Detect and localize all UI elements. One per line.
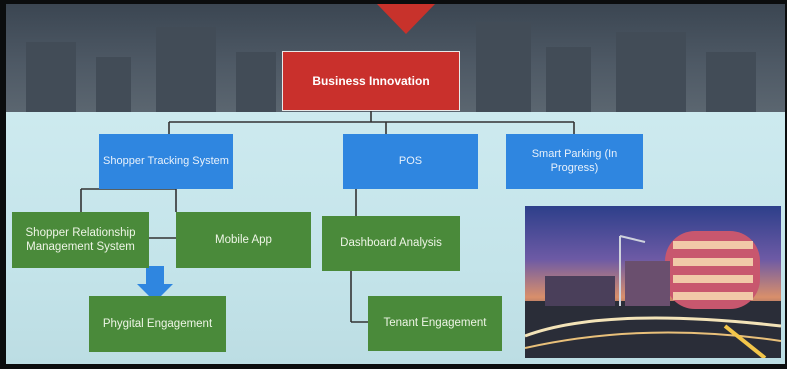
node-label: Shopper Tracking System bbox=[103, 154, 229, 167]
node-pos: POS bbox=[343, 134, 478, 189]
node-tenant-engagement: Tenant Engagement bbox=[368, 296, 502, 351]
mall-photo-graphic bbox=[525, 231, 781, 358]
connector-lines bbox=[80, 111, 575, 323]
slide: Business Innovation Shopper Tracking Sys… bbox=[6, 4, 785, 364]
down-arrow-icon bbox=[137, 266, 173, 302]
node-label: Business Innovation bbox=[312, 73, 430, 88]
node-mobile-app: Mobile App bbox=[176, 212, 311, 268]
node-dashboard-analysis: Dashboard Analysis bbox=[322, 216, 460, 271]
node-business-innovation: Business Innovation bbox=[282, 51, 460, 111]
node-label: Mobile App bbox=[215, 233, 272, 246]
node-shopper-tracking: Shopper Tracking System bbox=[99, 134, 233, 189]
mall-night-photo bbox=[525, 206, 781, 358]
down-arrow-icon bbox=[377, 4, 435, 34]
node-label: POS bbox=[398, 154, 423, 167]
node-smart-parking: Smart Parking (In Progress) bbox=[506, 134, 643, 189]
node-shopper-relationship: Shopper Relationship Management System bbox=[12, 212, 149, 268]
node-label: Phygital Engagement bbox=[102, 317, 213, 330]
node-label: Dashboard Analysis bbox=[340, 237, 442, 250]
node-label: Smart Parking (In Progress) bbox=[531, 147, 618, 174]
node-phygital-engagement: Phygital Engagement bbox=[89, 296, 226, 352]
node-label: Shopper Relationship Management System bbox=[25, 226, 136, 253]
node-label: Tenant Engagement bbox=[383, 317, 487, 330]
